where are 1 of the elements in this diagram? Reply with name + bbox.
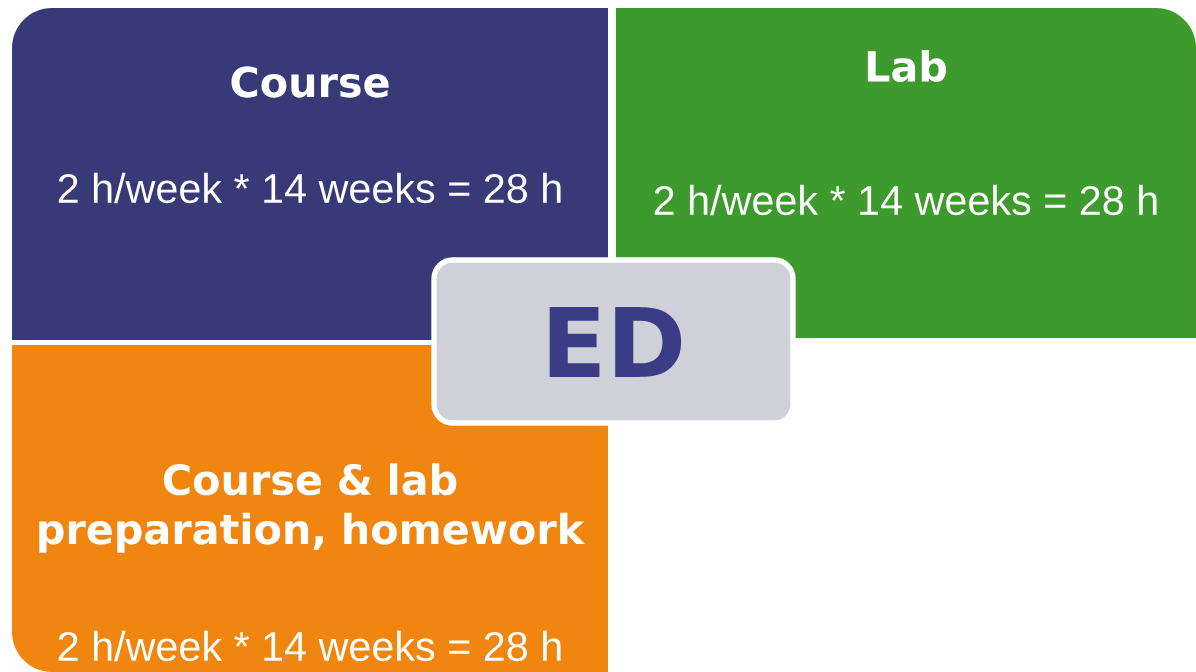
center-box: ED xyxy=(431,257,796,426)
